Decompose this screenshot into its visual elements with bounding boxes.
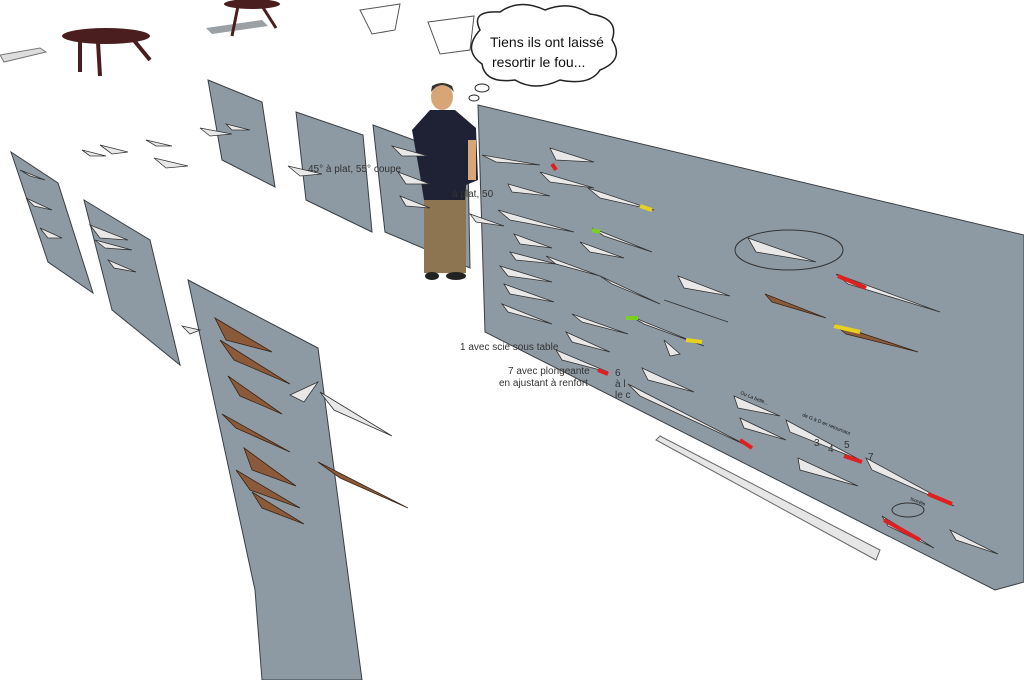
person-figure [412, 83, 478, 280]
flat-board [0, 47, 48, 63]
num-5: 5 [844, 440, 850, 451]
side-table-model [206, 0, 280, 37]
wire-frame-model [359, 3, 401, 35]
note-side-num: 6 [615, 368, 621, 379]
shelf-pieces-left [19, 123, 431, 437]
note-angle-partial: à plat, 50 [452, 189, 494, 200]
note-plunge-1: 7 avec plongeante [508, 366, 590, 377]
panel-left-2 [83, 198, 181, 367]
panel-left-1 [10, 150, 94, 295]
note-saw: 1 avec scie sous table [460, 342, 559, 353]
coffee-table-model [62, 28, 152, 77]
long-board [655, 435, 881, 561]
note-angle: 45° à plat, 55° coupe [308, 164, 402, 175]
num-4: 4 [828, 444, 834, 455]
bubble-line-2: resortir le fou... [492, 54, 585, 70]
thought-bubble: Tiens ils ont laissé resortir le fou... [468, 3, 618, 102]
note-side-a: à l [615, 379, 626, 390]
note-plunge-2: en ajustant à renfort [499, 378, 588, 389]
num-7: 7 [868, 452, 874, 463]
note-isocele: Isocèle [909, 496, 926, 508]
num-3: 3 [814, 438, 820, 449]
panel-wood-shelves [187, 279, 363, 680]
note-side-b: le c [615, 390, 631, 401]
wire-table-model [427, 15, 475, 55]
panel-main [477, 104, 1024, 591]
bubble-line-1: Tiens ils ont laissé [490, 34, 604, 50]
shelf-pieces-main [468, 147, 999, 555]
